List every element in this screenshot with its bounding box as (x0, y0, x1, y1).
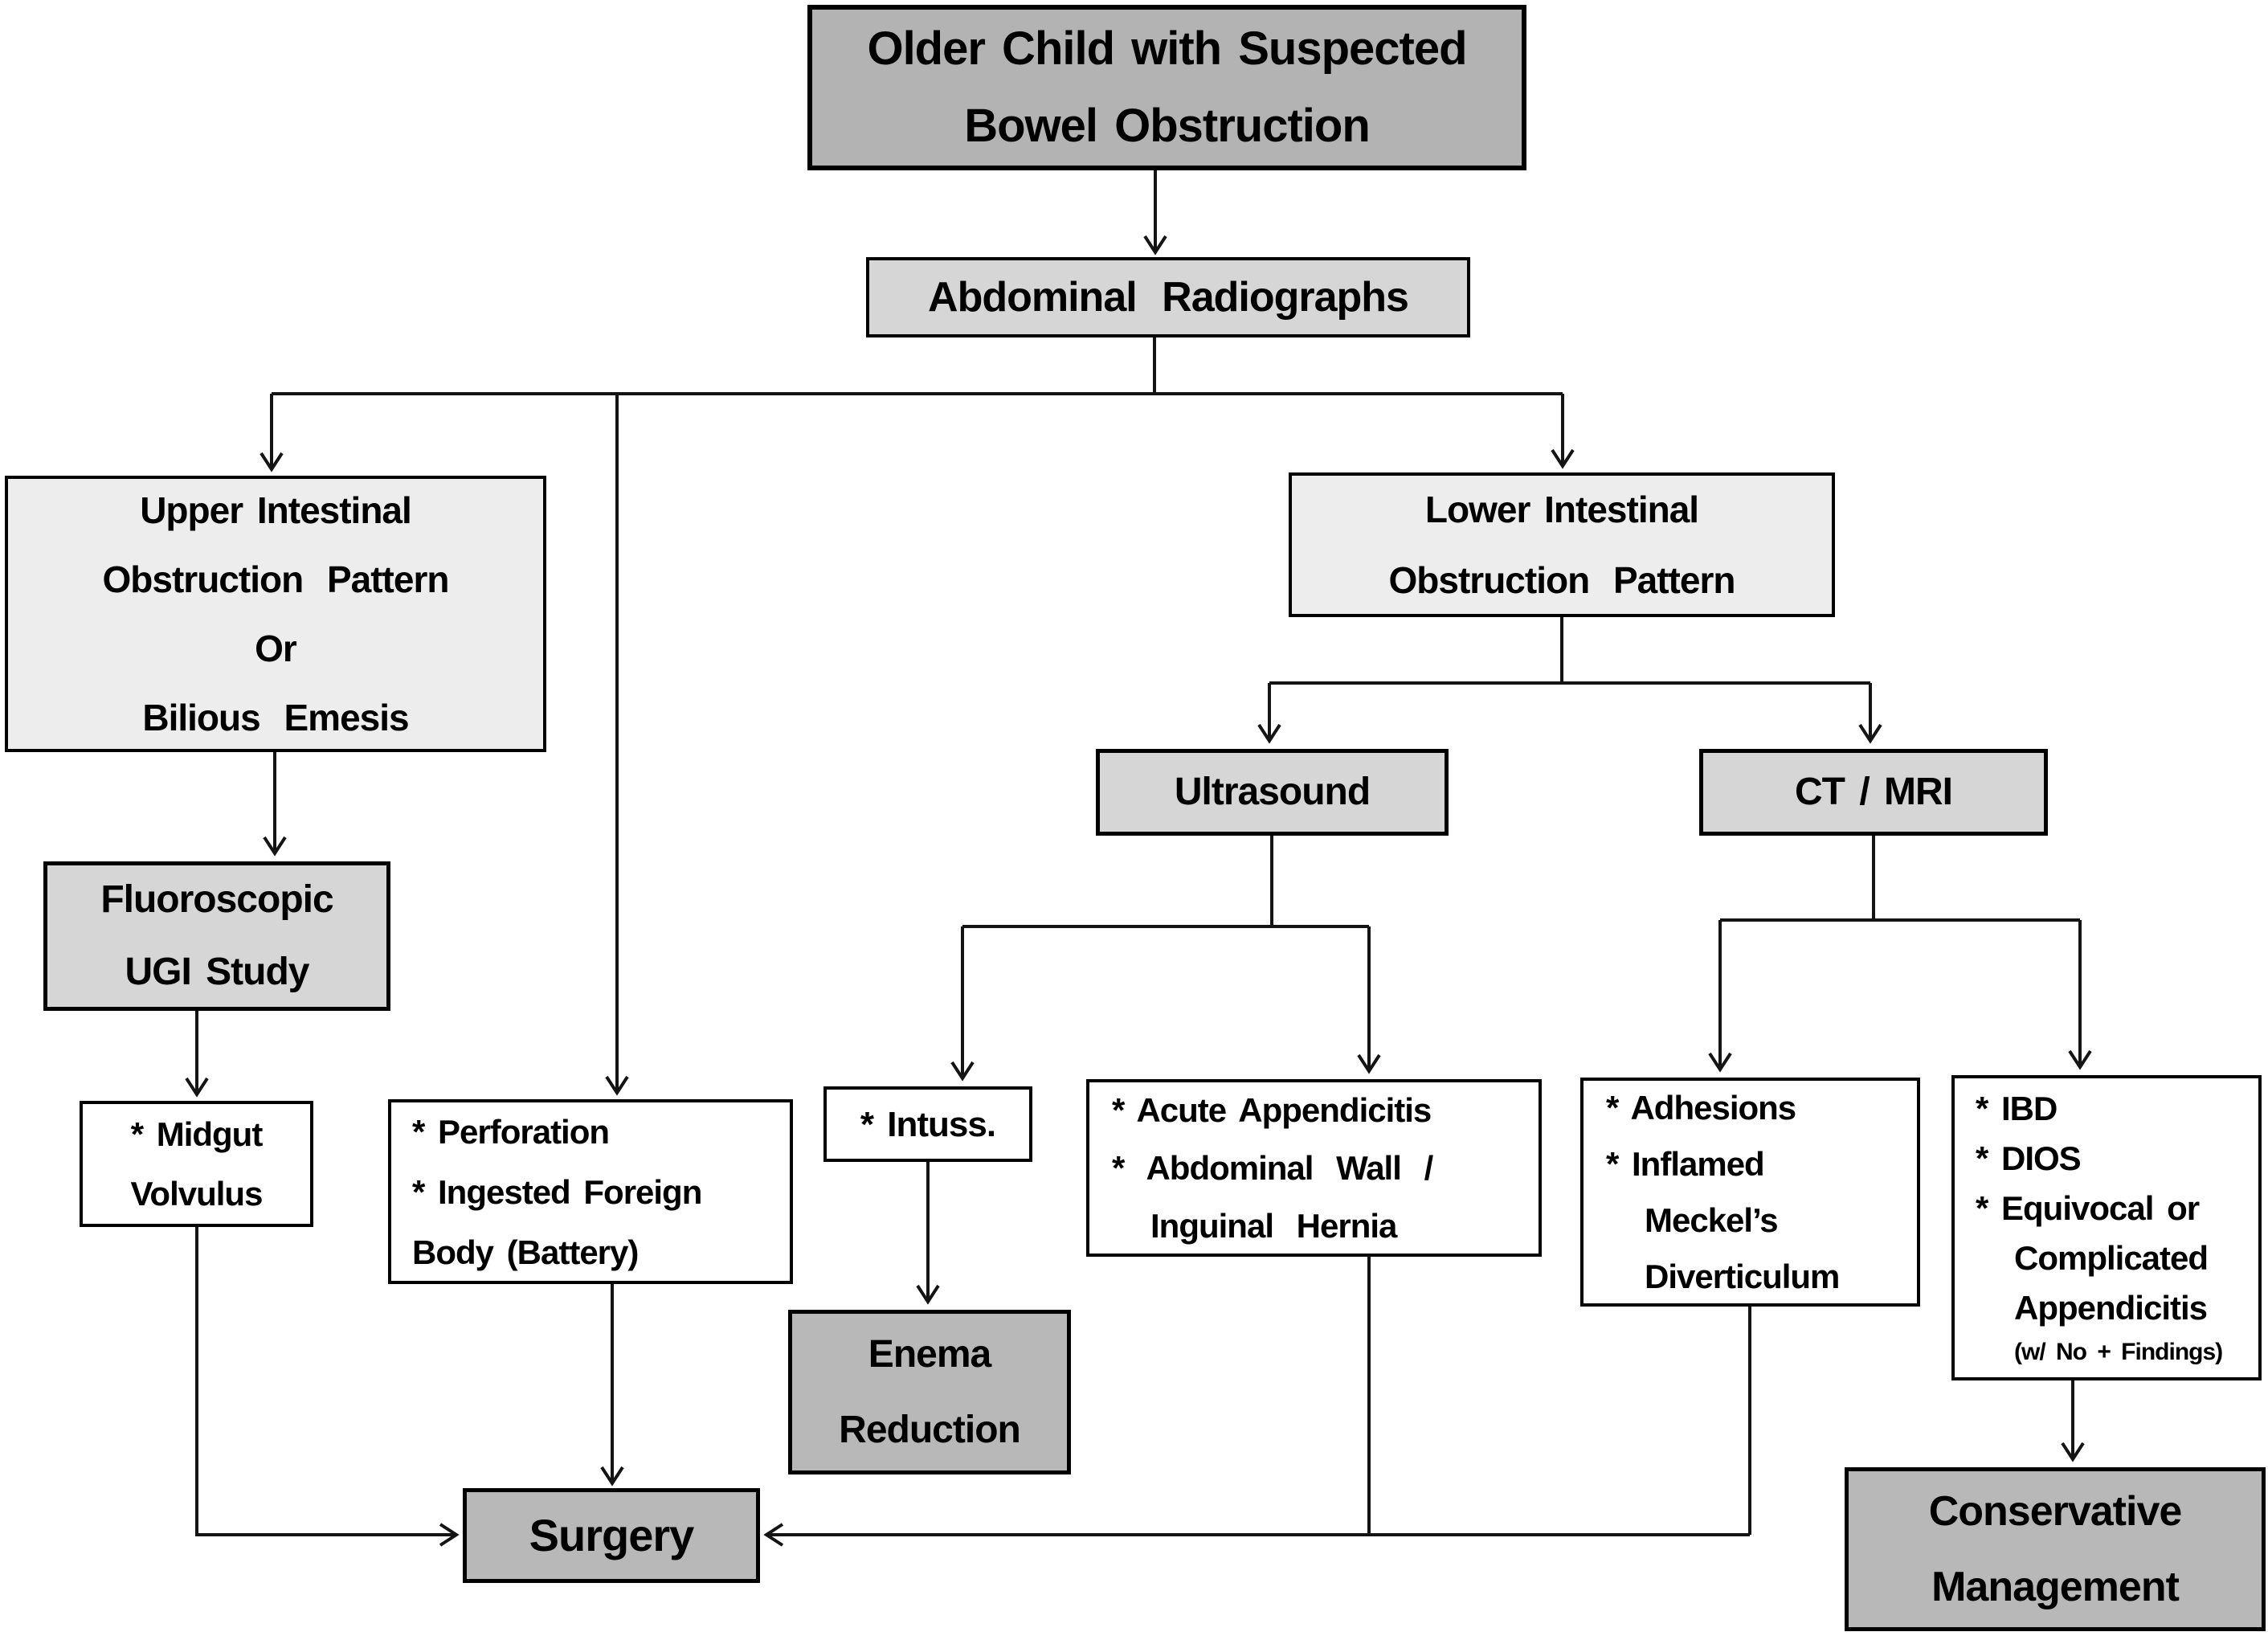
node-line: Diverticulum (1645, 1257, 1840, 1295)
edge-ctmri-branch (1720, 836, 2080, 922)
node-acute-appendicitis-hernia: * Acute Appendicitis * Abdominal Wall / … (1086, 1079, 1542, 1257)
node-upper-intestinal-obstruction-pattern: Upper Intestinal Obstruction Pattern Or … (5, 476, 546, 752)
node-line: Conservative (1928, 1488, 2183, 1535)
node-line-findings-note: (w/ No + Findings) (2014, 1339, 2223, 1365)
edge-ultrasound-branch (962, 836, 1369, 928)
node-line: * Adhesions (1606, 1088, 1796, 1127)
node-line: Bowel Obstruction (964, 100, 1371, 152)
node-older-child-suspected-bowel-obstruction: Older Child with Suspected Bowel Obstruc… (807, 5, 1526, 170)
node-line: Reduction (839, 1408, 1021, 1451)
node-line: Complicated (2014, 1239, 2209, 1277)
node-line: * DIOS (1976, 1139, 2082, 1177)
node-line: Inguinal Hernia (1150, 1206, 1397, 1245)
node-line: * Acute Appendicitis (1112, 1090, 1432, 1129)
node-line: Fluoroscopic (100, 878, 333, 921)
node-intussusception: * Intuss. (823, 1086, 1032, 1162)
node-enema-reduction: Enema Reduction (788, 1310, 1071, 1474)
node-line: * IBD (1976, 1090, 2058, 1127)
node-midgut-volvulus: * Midgut Volvulus (80, 1101, 313, 1227)
node-line: Enema (868, 1332, 991, 1376)
node-line: Older Child with Suspected (867, 22, 1467, 75)
node-line: Obstruction Pattern (1388, 559, 1736, 601)
node-line: CT / MRI (1795, 771, 1953, 813)
node-line: Volvulus (130, 1174, 264, 1213)
node-line: Body (Battery) (412, 1233, 639, 1271)
node-line: Ultrasound (1174, 771, 1371, 813)
node-ibd-dios-equivocal-appendicitis: * IBD * DIOS * Equivocal or Complicated … (1951, 1075, 2262, 1380)
node-ct-mri: CT / MRI (1699, 749, 2048, 836)
node-line: Upper Intestinal (140, 489, 412, 531)
node-line: Obstruction Pattern (102, 558, 450, 600)
node-line: * Perforation (412, 1112, 610, 1151)
node-line: Or (255, 628, 297, 669)
node-line: UGI Study (125, 951, 309, 993)
node-perforation-ingested-foreign-body: * Perforation * Ingested Foreign Body (B… (388, 1099, 793, 1284)
node-adhesions-meckels-diverticulum: * Adhesions * Inflamed Meckel’s Divertic… (1580, 1078, 1920, 1307)
edge-radiographs-branch (272, 337, 1563, 395)
node-abdominal-radiographs: Abdominal Radiographs (866, 257, 1470, 337)
node-surgery: Surgery (463, 1488, 760, 1583)
node-line: * Intuss. (860, 1104, 996, 1144)
node-line: Surgery (529, 1510, 695, 1560)
node-line: * Midgut (130, 1115, 264, 1153)
edge-midgut-to-surgery (195, 1227, 460, 1547)
node-line: * Equivocal or (1976, 1189, 2200, 1227)
node-line: * Inflamed (1606, 1144, 1765, 1183)
node-line: Lower Intestinal (1424, 489, 1699, 530)
node-line: Management (1931, 1564, 2180, 1610)
node-line: Appendicitis (2014, 1289, 2208, 1327)
edge-lower-branch (1269, 617, 1870, 685)
node-line: * Abdominal Wall / (1112, 1148, 1433, 1187)
node-line: * Ingested Foreign (412, 1172, 702, 1211)
node-lower-intestinal-obstruction-pattern: Lower Intestinal Obstruction Pattern (1289, 472, 1835, 617)
node-ultrasound: Ultrasound (1096, 749, 1449, 836)
node-line: Bilious Emesis (142, 697, 409, 738)
node-line: Abdominal Radiographs (928, 273, 1409, 321)
node-line: Meckel’s (1645, 1200, 1779, 1239)
node-fluoroscopic-ugi-study: Fluoroscopic UGI Study (43, 861, 390, 1011)
node-conservative-management: Conservative Management (1845, 1467, 2266, 1631)
